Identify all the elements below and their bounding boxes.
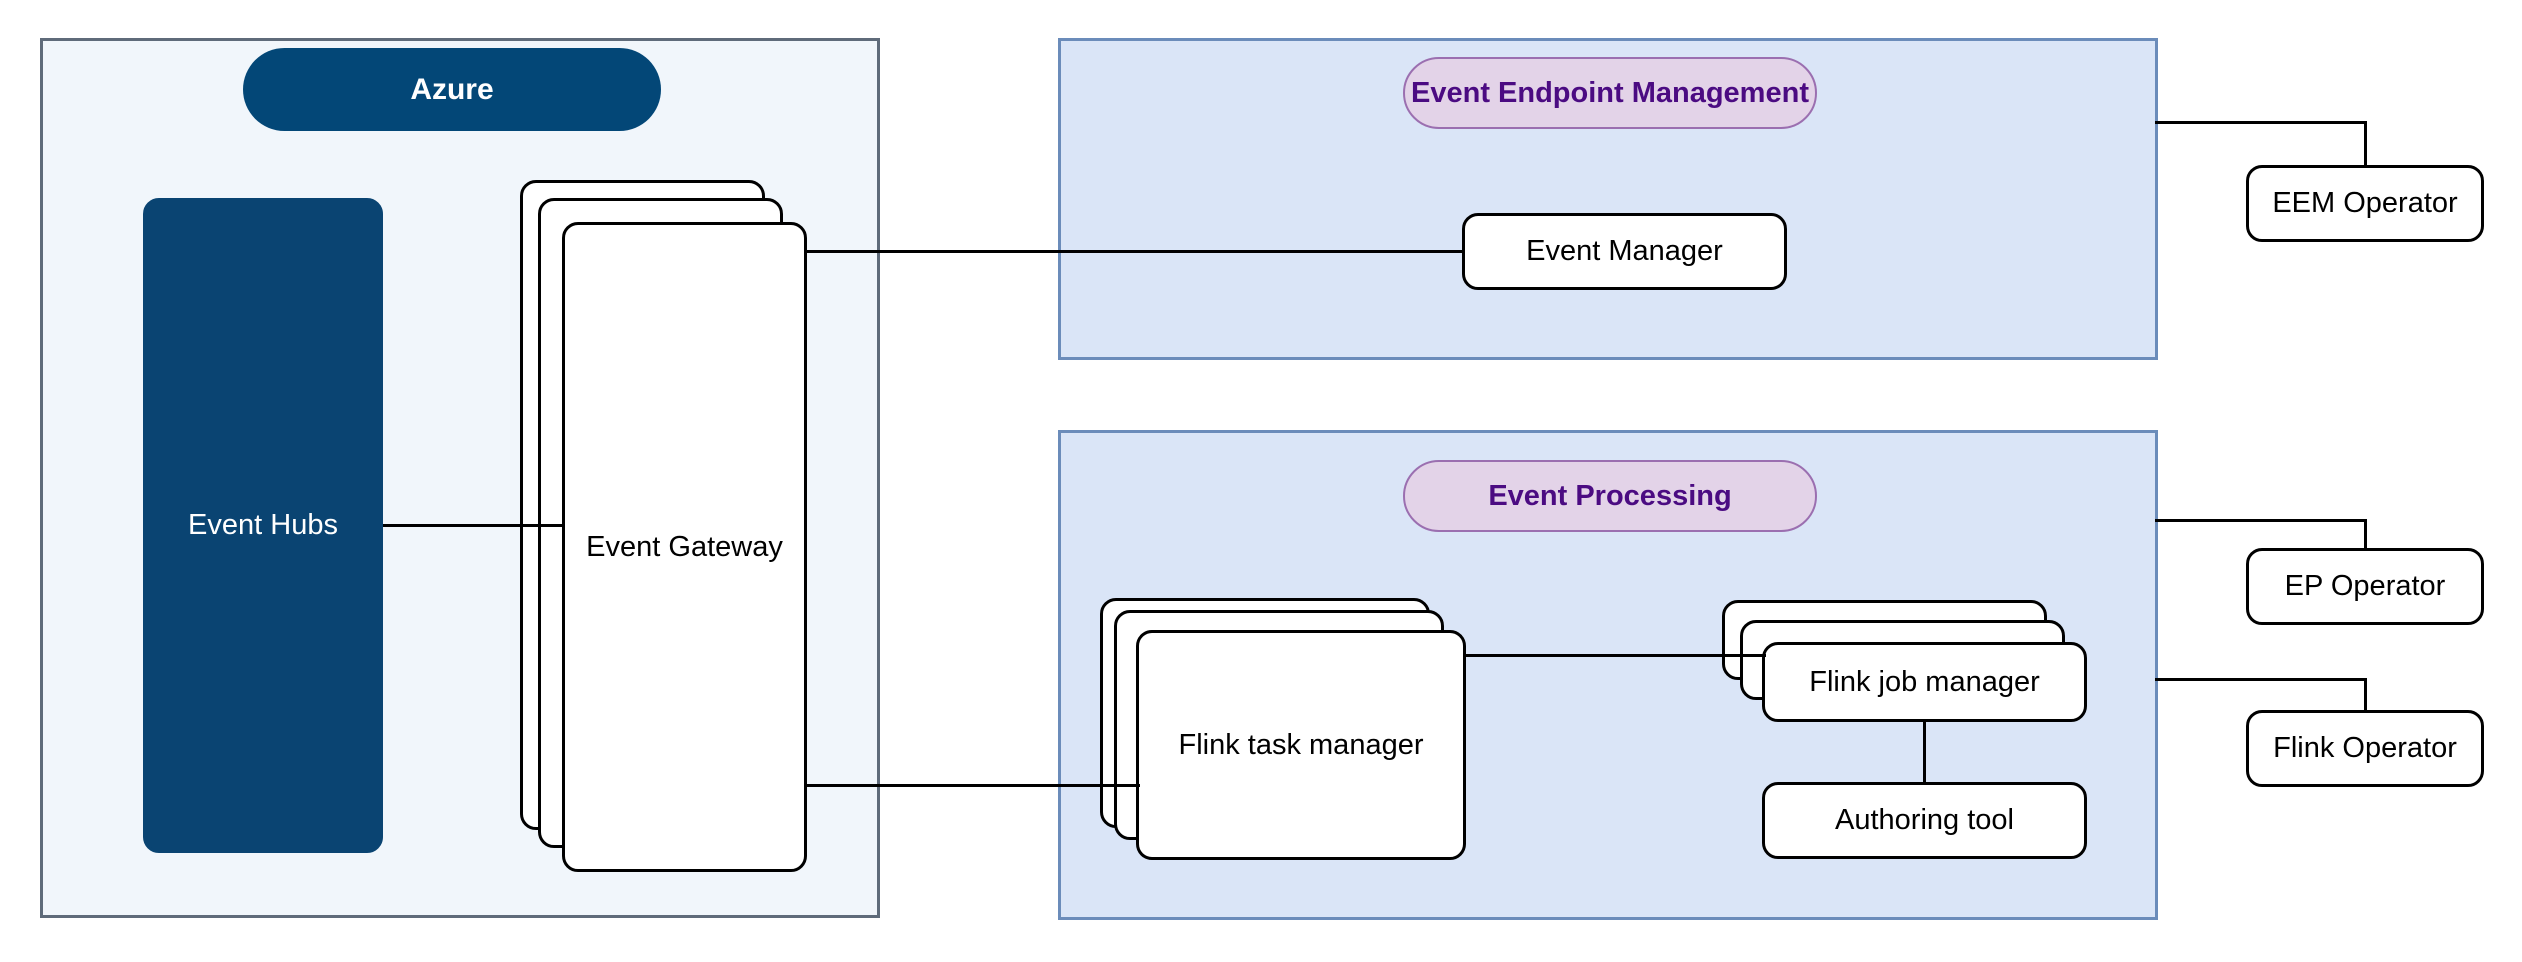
connector-ep-panel-to-ep-operator-vertical <box>2364 519 2367 551</box>
event-endpoint-management-header-pill: Event Endpoint Management <box>1403 57 1817 129</box>
connector-event-hubs-to-event-gateway <box>383 524 562 527</box>
node-flink-task-manager-stack[interactable]: Flink task manager <box>1100 598 1470 868</box>
connector-ep-panel-to-flink-operator-horizontal <box>2155 678 2367 681</box>
connector-event-gateway-to-event-manager <box>805 250 1465 253</box>
connector-ep-panel-to-ep-operator-horizontal <box>2155 519 2367 522</box>
flink-task-manager-card-front[interactable]: Flink task manager <box>1136 630 1466 860</box>
node-flink-job-manager-stack[interactable]: Flink job manager <box>1722 600 2092 740</box>
node-event-hubs[interactable]: Event Hubs <box>143 198 383 853</box>
connector-ep-panel-to-flink-operator-vertical <box>2364 678 2367 713</box>
connector-flink-job-manager-to-authoring-tool <box>1923 722 1926 784</box>
node-ep-operator[interactable]: EP Operator <box>2246 548 2484 625</box>
event-processing-header-pill: Event Processing <box>1403 460 1817 532</box>
connector-eem-panel-to-eem-operator-horizontal <box>2155 121 2367 124</box>
connector-flink-task-manager-to-flink-job-manager <box>1466 654 1766 657</box>
node-event-manager[interactable]: Event Manager <box>1462 213 1787 290</box>
connector-event-gateway-to-flink-task-manager <box>805 784 1140 787</box>
flink-job-manager-card-front[interactable]: Flink job manager <box>1762 642 2087 722</box>
azure-header-pill: Azure <box>243 48 661 131</box>
node-event-gateway-stack[interactable]: Event Gateway <box>520 180 820 890</box>
node-flink-operator[interactable]: Flink Operator <box>2246 710 2484 787</box>
event-gateway-card-front[interactable]: Event Gateway <box>562 222 807 872</box>
connector-eem-panel-to-eem-operator-vertical <box>2364 121 2367 168</box>
node-authoring-tool[interactable]: Authoring tool <box>1762 782 2087 859</box>
node-eem-operator[interactable]: EEM Operator <box>2246 165 2484 242</box>
